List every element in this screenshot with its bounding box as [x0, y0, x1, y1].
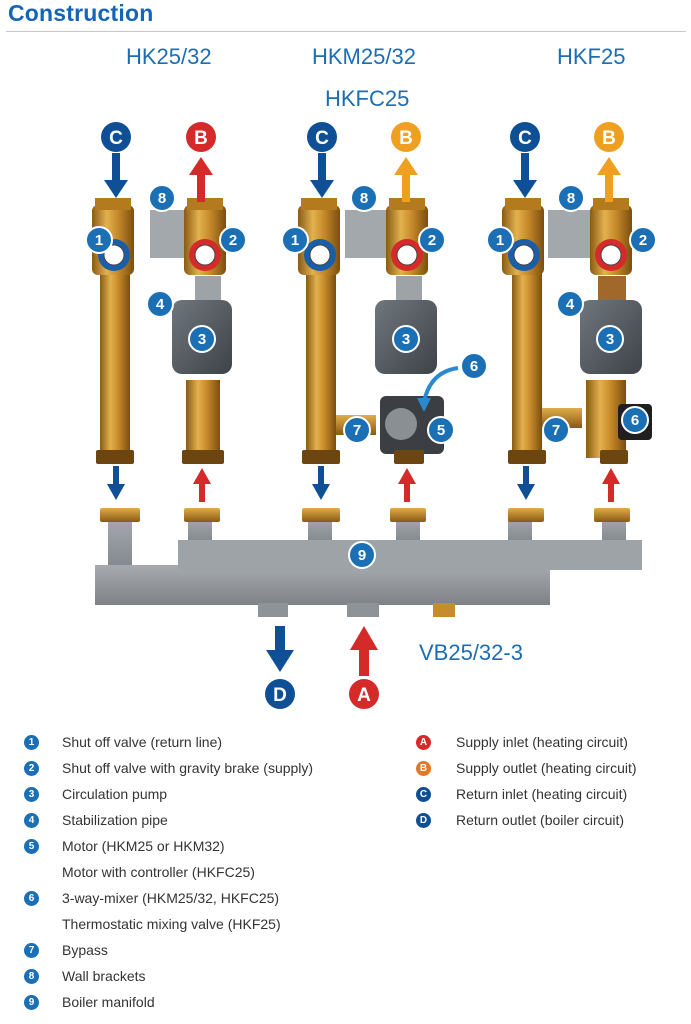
model-label-hkfc: HKFC25 — [325, 86, 410, 111]
legend-number-label: Shut off valve with gravity brake (suppl… — [62, 760, 314, 776]
svg-text:B: B — [194, 128, 208, 149]
svg-text:C: C — [518, 128, 532, 149]
svg-text:1: 1 — [291, 232, 299, 249]
number-badge-icon: 5 — [24, 839, 39, 854]
svg-text:7: 7 — [353, 422, 361, 439]
legend-number-label: Bypass — [62, 942, 108, 958]
svg-text:4: 4 — [156, 296, 165, 313]
svg-text:6: 6 — [631, 412, 639, 429]
page-title: Construction — [8, 0, 154, 26]
legend-number-label: Thermostatic mixing valve (HKF25) — [62, 916, 281, 932]
svg-text:3: 3 — [402, 331, 410, 348]
svg-text:7: 7 — [552, 422, 560, 439]
letter-badge-icon: A — [416, 735, 431, 750]
legend-number-label: Motor with controller (HKFC25) — [62, 864, 255, 880]
model-label-hkf: HKF25 — [557, 44, 626, 69]
number-badge-icon: 7 — [24, 943, 39, 958]
number-badge-icon: 6 — [24, 891, 39, 906]
legend-number-label: Shut off valve (return line) — [62, 734, 223, 750]
number-badge-icon: 1 2 8 4 3 1 2 8 3 6 7 5 1 2 8 4 3 7 — [85, 184, 657, 569]
svg-text:1: 1 — [496, 232, 504, 249]
legend-number-label: Motor (HKM25 or HKM32) — [62, 838, 225, 854]
svg-text:1: 1 — [95, 232, 103, 249]
bottom-arrows — [266, 626, 378, 676]
letter-badge-icon: D — [416, 813, 431, 828]
svg-text:8: 8 — [158, 190, 166, 207]
svg-text:B: B — [399, 128, 413, 149]
legend-number-label: Wall brackets — [62, 968, 146, 984]
svg-text:9: 9 — [358, 547, 366, 564]
svg-text:2: 2 — [229, 232, 237, 249]
manifold-arrows — [107, 466, 620, 502]
legend-letter-label: Return inlet (heating circuit) — [456, 786, 628, 802]
letter-badge-icon: C — [416, 787, 431, 802]
svg-text:3: 3 — [198, 331, 206, 348]
legend-number-label: 3-way-mixer (HKM25/32, HKFC25) — [62, 890, 280, 906]
svg-text:4: 4 — [566, 296, 575, 313]
construction-diagram: C B C B C B D A 1 2 8 4 3 1 2 8 3 6 — [85, 122, 657, 709]
svg-text:5: 5 — [437, 422, 445, 439]
number-badge-icon: 9 — [24, 995, 39, 1010]
number-badge-icon: 2 — [24, 761, 39, 776]
legend-letter-label: Supply inlet (heating circuit) — [456, 734, 628, 750]
circuit-hkf — [502, 198, 652, 464]
legend-number-label: Boiler manifold — [62, 994, 155, 1010]
number-badge-icon: 8 — [24, 969, 39, 984]
svg-text:8: 8 — [360, 190, 368, 207]
legend-number-label: Circulation pump — [62, 786, 168, 802]
svg-text:A: A — [357, 685, 371, 706]
legend-letter-label: Supply outlet (heating circuit) — [456, 760, 637, 776]
svg-text:3: 3 — [606, 331, 614, 348]
model-label-manifold: VB25/32-3 — [419, 640, 523, 665]
legend-number-label: Stabilization pipe — [62, 812, 168, 828]
legend-letter-label: Return outlet (boiler circuit) — [456, 812, 625, 828]
letter-badge-icon: C B C B C B D A — [101, 122, 624, 709]
title-divider — [6, 31, 686, 32]
svg-text:2: 2 — [428, 232, 436, 249]
svg-text:D: D — [273, 685, 287, 706]
model-label-hkm: HKM25/32 — [312, 44, 416, 69]
number-badge-icon: 3 — [24, 787, 39, 802]
svg-text:B: B — [602, 128, 616, 149]
top-arrows — [104, 153, 621, 202]
svg-text:8: 8 — [567, 190, 575, 207]
letter-badge-icon: B — [416, 761, 431, 776]
svg-text:2: 2 — [639, 232, 647, 249]
mixer-pointer — [422, 366, 459, 403]
boiler-manifold — [95, 508, 642, 617]
model-label-hk: HK25/32 — [126, 44, 212, 69]
number-badge-icon: 4 — [24, 813, 39, 828]
svg-text:C: C — [109, 128, 123, 149]
svg-text:6: 6 — [470, 358, 478, 375]
svg-text:C: C — [315, 128, 329, 149]
number-badge-icon: 1 — [24, 735, 39, 750]
